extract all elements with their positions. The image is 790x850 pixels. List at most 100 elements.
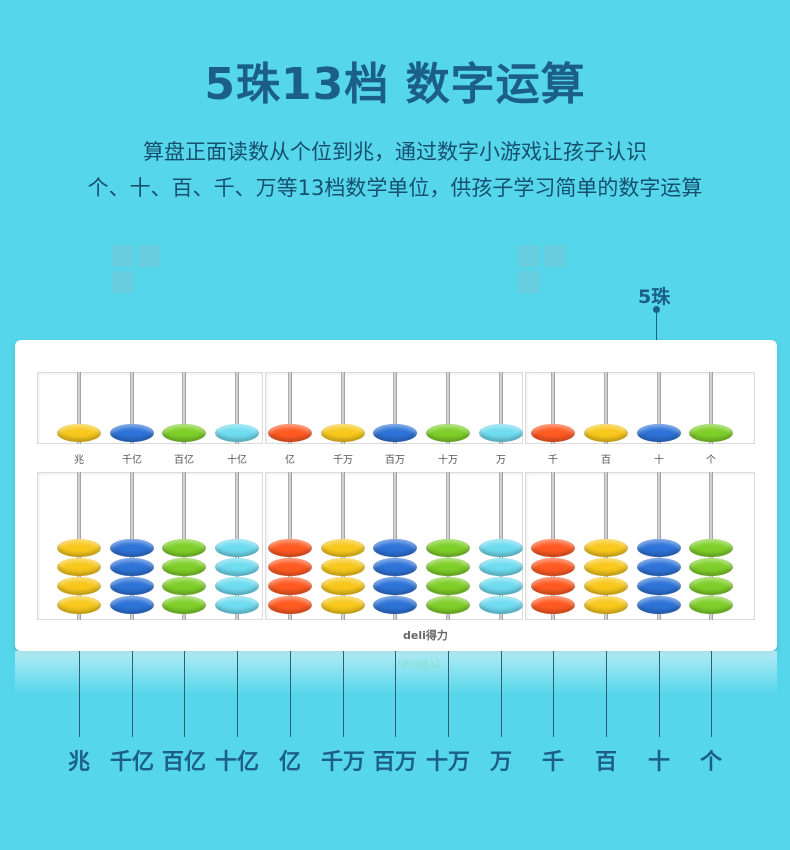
beam-place-label: 百 [601,455,611,466]
lower-bead[interactable] [479,596,523,614]
upper-bead[interactable] [321,424,365,442]
lower-bead[interactable] [373,596,417,614]
upper-bead[interactable] [689,424,733,442]
abacus-rod-upper [77,372,81,444]
lower-bead[interactable] [689,596,733,614]
lower-bead[interactable] [268,558,312,576]
lower-bead[interactable] [110,539,154,557]
lower-bead[interactable] [373,577,417,595]
lower-bead[interactable] [689,577,733,595]
lower-bead[interactable] [637,577,681,595]
upper-bead[interactable] [426,424,470,442]
lower-bead[interactable] [531,577,575,595]
place-value-label: 百 [594,750,617,775]
lower-bead[interactable] [373,539,417,557]
lower-bead[interactable] [57,596,101,614]
place-value-label: 十万 [425,750,470,775]
lower-bead[interactable] [162,539,206,557]
abacus-rod-upper [341,372,345,444]
lower-bead[interactable] [110,577,154,595]
lower-bead[interactable] [215,558,259,576]
upper-bead[interactable] [215,424,259,442]
lower-bead[interactable] [479,577,523,595]
pointer-line [395,651,396,737]
lower-bead[interactable] [268,596,312,614]
lower-bead[interactable] [162,558,206,576]
beam-place-label: 十万 [438,455,458,466]
upper-bead[interactable] [584,424,628,442]
lower-bead[interactable] [321,539,365,557]
lower-bead[interactable] [531,539,575,557]
lower-bead[interactable] [689,539,733,557]
upper-bead[interactable] [268,424,312,442]
lower-bead[interactable] [110,596,154,614]
upper-bead[interactable] [531,424,575,442]
place-value-label: 千亿 [109,750,154,775]
abacus-rod-upper [182,372,186,444]
pointer-line [290,651,291,737]
upper-bead[interactable] [479,424,523,442]
lower-bead[interactable] [110,558,154,576]
upper-bead[interactable] [57,424,101,442]
pointer-line [79,651,80,737]
lower-bead[interactable] [162,577,206,595]
lower-bead[interactable] [584,558,628,576]
brand-logo-reflection: deli得力 [398,657,440,670]
place-value-label: 千万 [320,750,365,775]
lower-bead[interactable] [57,539,101,557]
lower-bead[interactable] [637,539,681,557]
abacus-rod-upper [446,372,450,444]
lower-bead[interactable] [321,558,365,576]
lower-bead[interactable] [268,539,312,557]
place-value-label: 十亿 [214,750,259,775]
upper-bead[interactable] [637,424,681,442]
lower-bead[interactable] [426,577,470,595]
pointer-line [711,651,712,737]
lower-bead[interactable] [479,539,523,557]
watermark-logo-icon [112,245,172,305]
lower-bead[interactable] [215,577,259,595]
lower-bead[interactable] [479,558,523,576]
lower-bead[interactable] [426,596,470,614]
pointer-line [237,651,238,737]
beam-place-label: 百万 [385,455,405,466]
lower-bead[interactable] [321,577,365,595]
place-value-label: 个 [699,750,722,775]
beam-place-label: 十 [654,455,664,466]
lower-bead[interactable] [531,558,575,576]
abacus: 兆千亿百亿十亿亿千万百万十万万千百十个 deli得力 [15,340,777,651]
abacus-reflection [15,651,777,695]
abacus-rod-upper [709,372,713,444]
place-value-label: 亿 [278,750,301,775]
five-bead-callout: 5珠 [638,286,671,308]
lower-bead[interactable] [531,596,575,614]
lower-bead[interactable] [426,539,470,557]
place-value-label: 兆 [67,750,90,775]
pointer-line [553,651,554,737]
beam-place-label: 亿 [285,455,295,466]
lower-bead[interactable] [268,577,312,595]
lower-bead[interactable] [584,539,628,557]
lower-bead[interactable] [584,577,628,595]
abacus-rod-upper [499,372,503,444]
lower-bead[interactable] [57,577,101,595]
pointer-line [659,651,660,737]
pointer-line [343,651,344,737]
lower-bead[interactable] [584,596,628,614]
description-line-2: 个、十、百、千、万等13档数学单位，供孩子学习简单的数字运算 [87,176,703,200]
lower-bead[interactable] [689,558,733,576]
lower-bead[interactable] [215,596,259,614]
beam-place-label: 兆 [74,455,84,466]
lower-bead[interactable] [637,596,681,614]
lower-bead[interactable] [321,596,365,614]
lower-bead[interactable] [637,558,681,576]
upper-bead[interactable] [373,424,417,442]
upper-bead[interactable] [162,424,206,442]
lower-bead[interactable] [162,596,206,614]
place-value-label: 十 [647,750,670,775]
lower-bead[interactable] [373,558,417,576]
lower-bead[interactable] [57,558,101,576]
lower-bead[interactable] [215,539,259,557]
upper-bead[interactable] [110,424,154,442]
lower-bead[interactable] [426,558,470,576]
